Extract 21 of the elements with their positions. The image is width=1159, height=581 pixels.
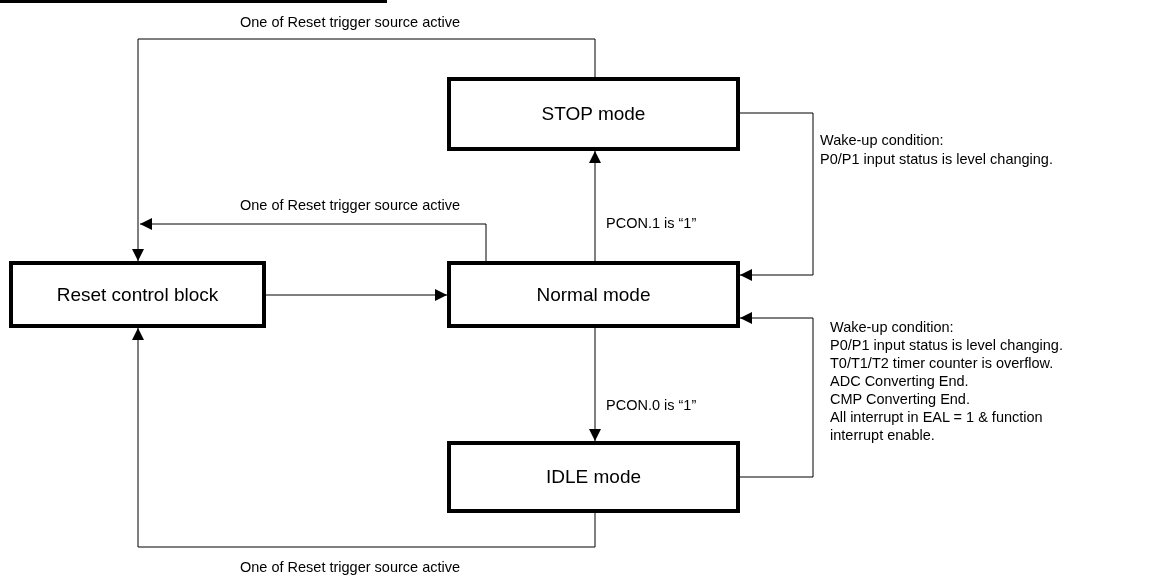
state-box: IDLE mode xyxy=(447,441,740,513)
arrow xyxy=(132,327,596,548)
condition-text: P0/P1 input status is level changing. xyxy=(830,336,1063,354)
arrow xyxy=(739,312,814,478)
condition-text: P0/P1 input status is level changing. xyxy=(820,150,1053,168)
edge-label: One of Reset trigger source active xyxy=(240,196,461,214)
arrow xyxy=(589,327,601,442)
edge-label: One of Reset trigger source active xyxy=(240,13,461,31)
arrow xyxy=(265,289,448,301)
arrow xyxy=(139,218,487,262)
arrow xyxy=(739,112,814,281)
condition-text: ADC Converting End. xyxy=(830,372,969,390)
state-box: STOP mode xyxy=(447,77,740,151)
edge-label: Wake-up condition: xyxy=(820,131,944,149)
state-box: Normal mode xyxy=(447,261,740,328)
state-box: Reset control block xyxy=(9,261,266,328)
edge-label: Wake-up condition: xyxy=(830,318,954,336)
condition-text: CMP Converting End. xyxy=(830,390,970,408)
edge-label: One of Reset trigger source active xyxy=(240,558,461,576)
arrow xyxy=(589,150,601,262)
arrow xyxy=(132,38,596,262)
